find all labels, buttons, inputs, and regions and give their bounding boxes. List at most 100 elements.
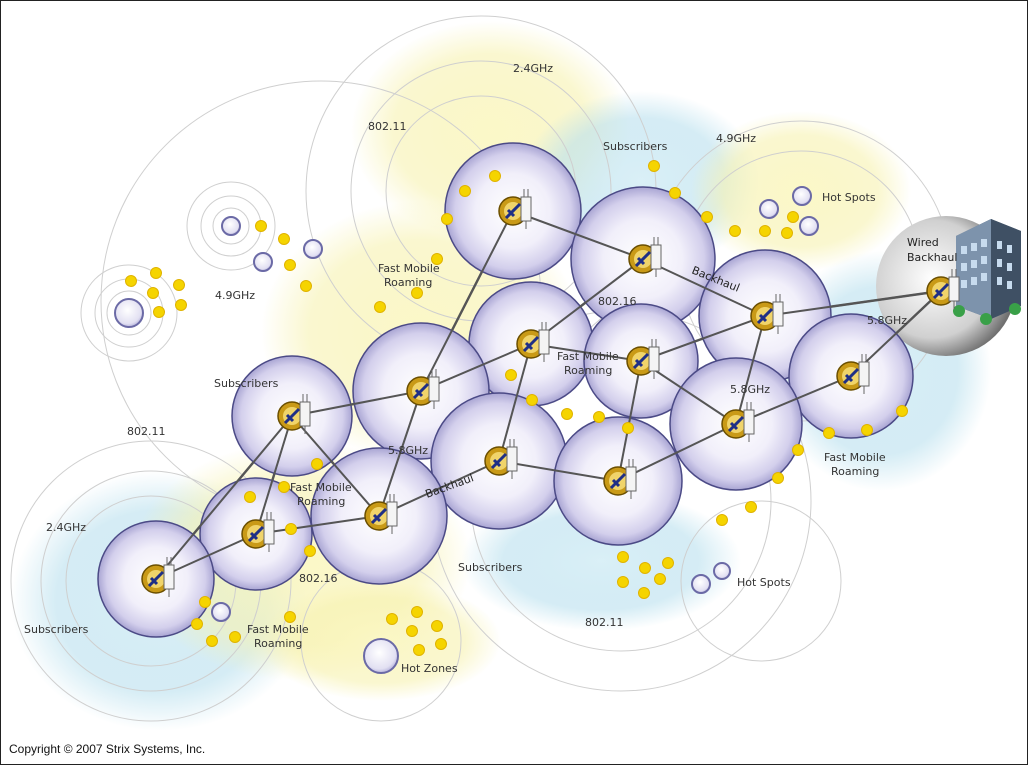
label-fmr-bottom-2: Roaming (254, 637, 302, 650)
subscriber-dot-icon (459, 185, 471, 197)
subscriber-dot-icon (441, 213, 453, 225)
hotspots (114, 186, 819, 674)
subscriber-dot-icon (285, 523, 297, 535)
subscriber-dot-icon (639, 562, 651, 574)
subscriber-dot-icon (617, 576, 629, 588)
subscriber-dot-icon (638, 587, 650, 599)
label-band-58-center: 5.8GHz (388, 444, 428, 457)
subscriber-dot-icon (489, 170, 501, 182)
label-fmr-right-2: Roaming (831, 465, 879, 478)
mesh-node-icon (484, 439, 518, 479)
mesh-node-icon (364, 494, 398, 534)
label-80216-center: 802.16 (598, 295, 637, 308)
hotspot-icon (363, 638, 399, 674)
subscriber-dot-icon (526, 394, 538, 406)
mesh-node-icon (498, 189, 532, 229)
subscriber-dot-icon (759, 225, 771, 237)
mesh-node-icon (277, 394, 311, 434)
label-80211-bottom: 802.11 (585, 616, 624, 629)
mesh-node-icon (141, 557, 175, 597)
label-wired-1: Wired (907, 236, 939, 249)
mesh-node-icon (626, 339, 660, 379)
subscriber-dot-icon (173, 279, 185, 291)
label-hotspots-bottom: Hot Spots (737, 576, 791, 589)
subscriber-dot-icon (431, 620, 443, 632)
label-band-24-top: 2.4GHz (513, 62, 553, 75)
mesh-node-icon (628, 237, 662, 277)
coverage-blue-bottom (461, 491, 741, 631)
mesh-node-icon (516, 322, 550, 362)
label-band-58-mid: 5.8GHz (730, 383, 770, 396)
hotspot-icon (691, 574, 711, 594)
label-band-49-left: 4.9GHz (215, 289, 255, 302)
subscriber-dot-icon (150, 267, 162, 279)
subscriber-dots (125, 160, 908, 656)
subscriber-dot-icon (284, 611, 296, 623)
subscriber-dot-icon (284, 259, 296, 271)
subscriber-dot-icon (622, 422, 634, 434)
mesh-node-icon (836, 354, 870, 394)
label-fmr-left-1: Fast Mobile (290, 481, 352, 494)
label-subscribers-far-left: Subscribers (24, 623, 89, 636)
subscriber-dot-icon (278, 481, 290, 493)
wired-backhaul-site (876, 216, 1021, 356)
label-subscribers-top: Subscribers (603, 140, 668, 153)
hotspot-icon (211, 602, 231, 622)
mesh-node-icon (721, 402, 755, 442)
label-fmr-left-2: Roaming (297, 495, 345, 508)
hotspot-icon (759, 199, 779, 219)
label-band-24-left: 2.4GHz (46, 521, 86, 534)
mesh-node-icon (926, 269, 960, 309)
subscriber-dot-icon (729, 225, 741, 237)
label-wired-2: Backhaul (907, 251, 957, 264)
subscriber-dot-icon (153, 306, 165, 318)
subscriber-dot-icon (823, 427, 835, 439)
subscriber-dot-icon (593, 411, 605, 423)
label-band-58-right: 5.8GHz (867, 314, 907, 327)
subscriber-dot-icon (229, 631, 241, 643)
subscriber-dot-icon (792, 444, 804, 456)
subscriber-dot-icon (206, 635, 218, 647)
mesh-node-icon (603, 459, 637, 499)
subscriber-dot-icon (278, 233, 290, 245)
subscriber-dot-icon (374, 301, 386, 313)
label-fmr-center-1: Fast Mobile (557, 350, 619, 363)
subscriber-dot-icon (125, 275, 137, 287)
subscriber-dot-icon (745, 501, 757, 513)
subscriber-dot-icon (406, 625, 418, 637)
subscriber-dot-icon (191, 618, 203, 630)
mesh-node-icon (406, 369, 440, 409)
subscriber-dot-icon (431, 253, 443, 265)
label-subscribers-bottom: Subscribers (458, 561, 523, 574)
mesh-node-icon (750, 294, 784, 334)
label-fmr-top-2: Roaming (384, 276, 432, 289)
subscriber-dot-icon (311, 458, 323, 470)
label-80211-top: 802.11 (368, 120, 407, 133)
subscriber-dot-icon (413, 644, 425, 656)
subscriber-dot-icon (617, 551, 629, 563)
subscriber-dot-icon (411, 606, 423, 618)
backhaul-links-front (155, 210, 942, 580)
subscriber-dot-icon (781, 227, 793, 239)
subscriber-dot-icon (561, 408, 573, 420)
label-fmr-center-2: Roaming (564, 364, 612, 377)
label-hot-zones: Hot Zones (401, 662, 458, 675)
building-icon (953, 219, 1021, 325)
copyright-notice: Copyright © 2007 Strix Systems, Inc. (9, 742, 206, 756)
label-80216-bottom: 802.16 (299, 572, 338, 585)
mesh-node-icon (241, 512, 275, 552)
subscriber-dot-icon (175, 299, 187, 311)
label-hotspots-top: Hot Spots (822, 191, 876, 204)
hotspot-icon (713, 562, 731, 580)
subscriber-dot-icon (411, 287, 423, 299)
subscriber-dot-icon (244, 491, 256, 503)
label-fmr-top-1: Fast Mobile (378, 262, 440, 275)
subscriber-dot-icon (386, 613, 398, 625)
subscriber-dot-icon (199, 596, 211, 608)
subscriber-dot-icon (716, 514, 728, 526)
hotspot-icon (792, 186, 812, 206)
subscriber-dot-icon (772, 472, 784, 484)
label-fmr-bottom-1: Fast Mobile (247, 623, 309, 636)
